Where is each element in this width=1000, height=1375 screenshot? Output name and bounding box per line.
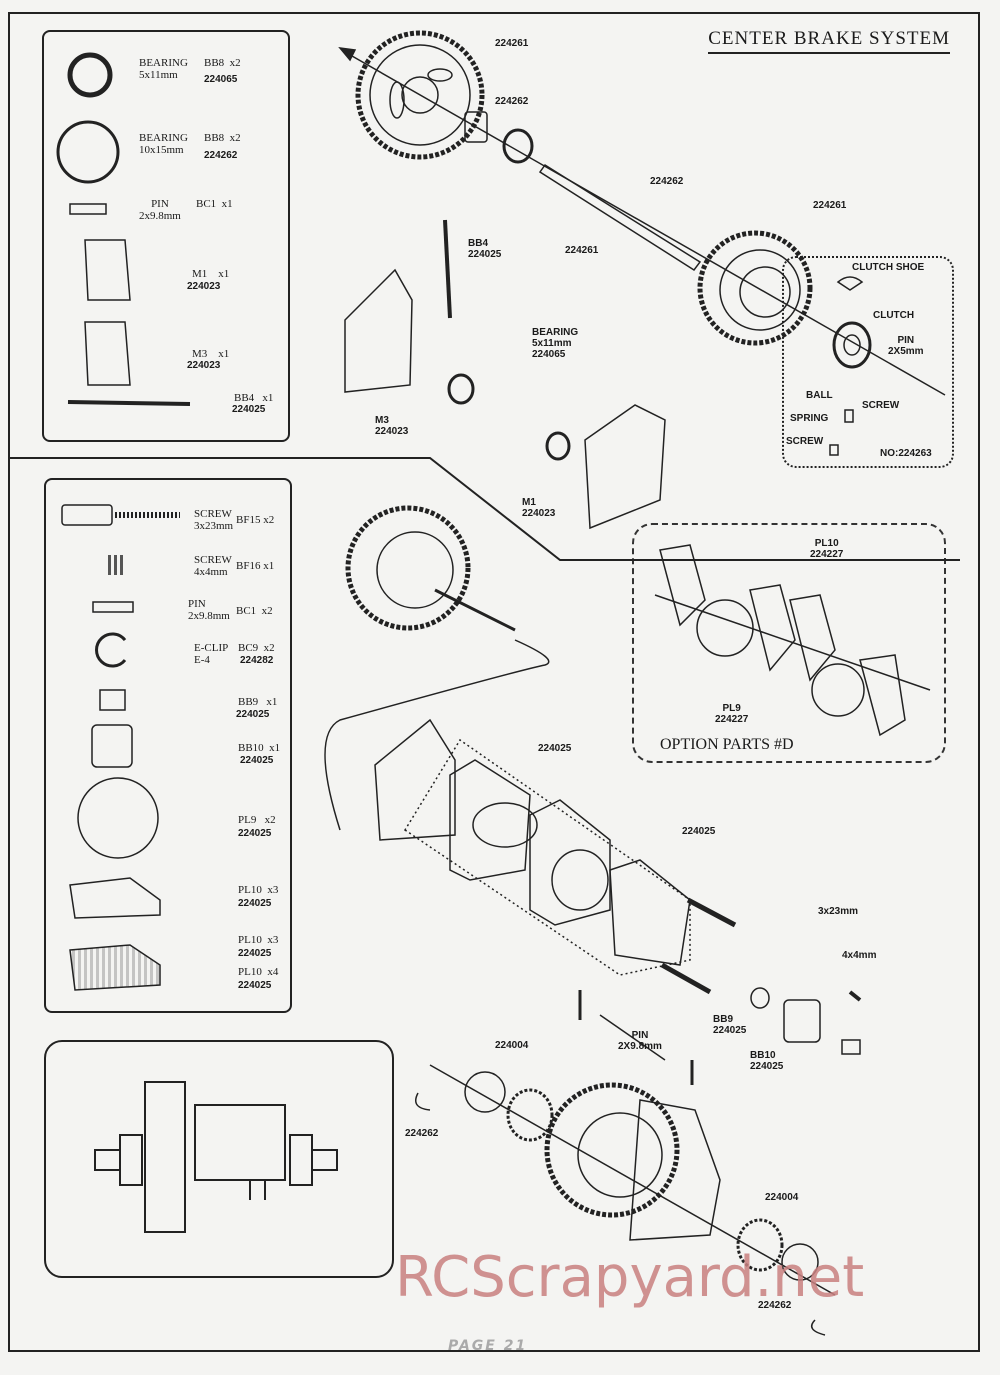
part-name-screw-3x23: SCREW 3x23mm [194,508,234,532]
lower-spur-gear [345,505,471,631]
section-divider [10,457,960,561]
callout-224261-key: 224261 [565,245,599,256]
part-code: 224023 [187,360,221,371]
assembled-view [94,1081,338,1233]
part-code: 224025 [232,404,266,415]
callout-pl9: PL9 224227 [715,703,749,725]
part-code: 224262 [204,150,238,161]
part-qty-bb8: BB8 x2 [204,132,241,144]
part-code: 224025 [240,755,274,766]
callout-bb4: BB4 224025 [468,238,502,260]
part-qty-bc1: BC1 x2 [236,605,273,617]
callout-ball: BALL [806,390,833,401]
callout-pin-2x9-8: PIN 2X9.8mm [618,1030,662,1052]
part-code: 224023 [187,281,221,292]
clutch-spur-gear [697,230,813,346]
part-qty-bb8: BB8 x2 [204,57,241,69]
part-code: 224025 [238,948,272,959]
part-qty-bf15: BF15 x2 [236,514,275,526]
page-frame [8,12,980,1352]
callout-224262-collar: 224262 [495,96,529,107]
page-number: PAGE 21 [448,1338,528,1354]
callout-bb9: BB9 224025 [713,1014,747,1036]
part-code: 224065 [204,74,238,85]
parts-panel-bottom: SCREW 3x23mm BF15 x2 SCREW 4x4mm BF16 x1… [44,478,292,1013]
part-qty-bc1: BC1 x1 [196,198,233,210]
callout-224261-gear: 224261 [813,200,847,211]
part-qty-bb9: BB9 x1 [238,696,278,708]
part-name-bearing-5x11: BEARING 5x11mm [139,57,188,81]
callout-pl10: PL10 224227 [810,538,844,560]
callout-screw-clutch: SCREW [862,400,900,411]
part-qty-bb10: BB10 x1 [238,742,281,754]
part-qty-m3: M3 x1 [192,348,230,360]
callout-spring: SPRING [790,413,829,424]
callout-224262-left: 224262 [405,1128,439,1139]
part-qty-bc9: BC9 x2 [238,642,275,654]
part-code: 224282 [240,655,274,666]
callout-224262-right: 224262 [758,1300,792,1311]
part-name-bearing-10x15: BEARING 10x15mm [139,132,188,156]
part-code: 224025 [238,980,272,991]
callout-3x23: 3x23mm [818,906,859,917]
option-parts-box [632,523,946,763]
part-qty-bf16: BF16 x1 [236,560,275,572]
part-name-screw-4x4: SCREW 4x4mm [194,554,232,578]
bottom-spur-gear [544,1082,721,1241]
callout-clutch-shoe: CLUTCH SHOE [852,262,925,273]
callout-224004-right: 224004 [765,1192,799,1203]
callout-pin-2x5: PIN 2X5mm [888,335,924,357]
part-code: 224025 [238,828,272,839]
watermark: RCScrapyard.net [395,1245,865,1310]
part-qty-pl10: PL10 x3 [238,884,279,896]
option-plates [654,544,931,737]
callout-224025-screw: 224025 [682,826,716,837]
part-qty-bb4: BB4 x1 [234,392,274,404]
part-qty-m1: M1 x1 [192,268,230,280]
callout-224004-left: 224004 [495,1040,529,1051]
part-name-pin: PIN 2x9.8mm [139,198,181,222]
callout-224261-top: 224261 [495,38,529,49]
part-name-pin: PIN 2x9.8mm [188,598,230,622]
part-code: 224025 [238,898,272,909]
callout-4x4: 4x4mm [842,950,877,961]
page-title: CENTER BRAKE SYSTEM [708,28,950,54]
part-qty-pl9: PL9 x2 [238,814,276,826]
brake-unit-number: NO:224263 [880,448,932,459]
callout-m3: M3 224023 [375,415,409,437]
callout-bb10: BB10 224025 [750,1050,784,1072]
callout-224262-shaft: 224262 [650,176,684,187]
part-name-eclip: E-CLIP E-4 [194,642,229,666]
callout-clutch: CLUTCH [873,310,915,321]
callout-m1: M1 224023 [522,497,556,519]
brake-unit-box [782,256,954,468]
parts-panel-top: BEARING 5x11mm BB8 x2 224065 BEARING 10x… [42,30,290,442]
top-axis-line [344,51,946,396]
assembled-view-panel [44,1040,394,1278]
callout-bearing-5x11: BEARING 5x11mm 224065 [532,327,579,360]
part-qty-pl10: PL10 x4 [238,966,279,978]
part-qty-pl10: PL10 x3 [238,934,279,946]
callout-screw: SCREW [786,436,824,447]
part-code: 224025 [236,709,270,720]
callout-224025-plates: 224025 [538,743,572,754]
option-parts-title: OPTION PARTS #D [660,736,794,753]
